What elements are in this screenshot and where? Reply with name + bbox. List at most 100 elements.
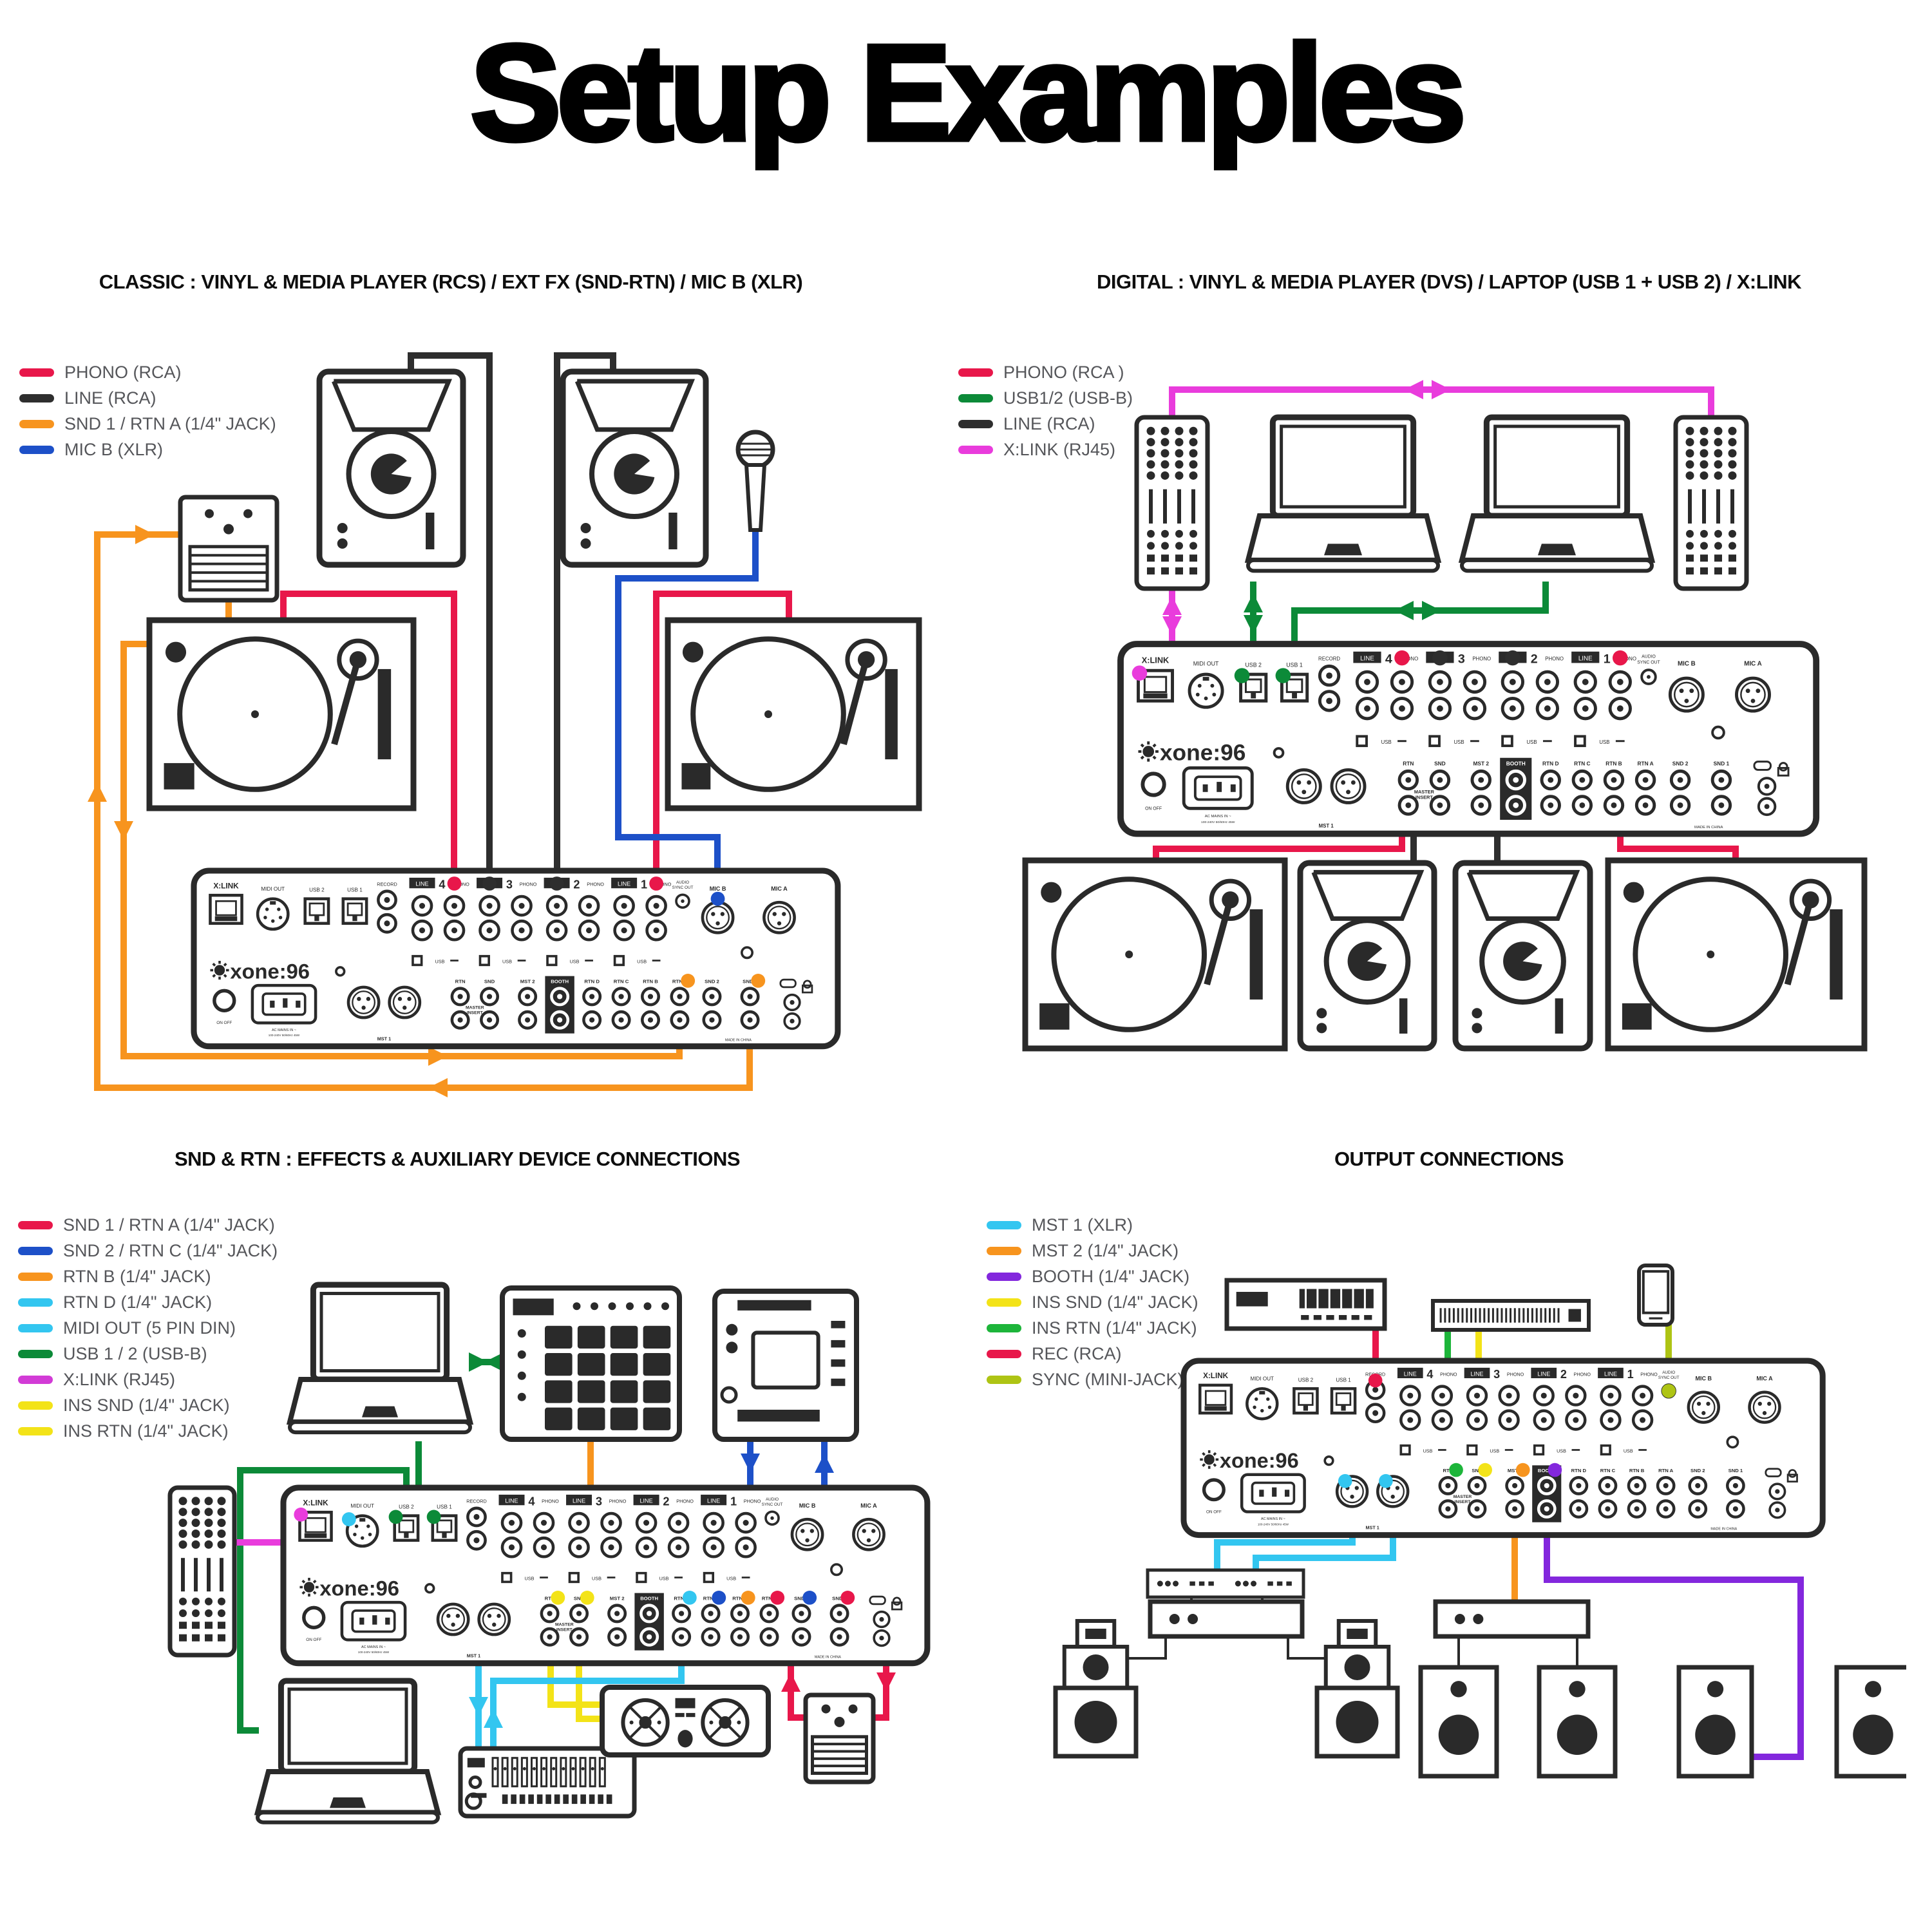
smartphone	[1637, 1264, 1674, 1327]
cable-arrow	[815, 1454, 834, 1473]
svg-text:SYNC OUT: SYNC OUT	[762, 1502, 783, 1507]
legend-label: MIC B (XLR)	[64, 439, 164, 459]
port-dot-line2	[1505, 650, 1520, 666]
cable-line-right	[554, 352, 616, 876]
svg-text:4: 4	[528, 1495, 535, 1508]
svg-text:RECORD: RECORD	[466, 1499, 487, 1504]
legend-swatch	[987, 1246, 1021, 1255]
svg-text:xone:96: xone:96	[319, 1576, 399, 1600]
port-dot-phono4	[447, 876, 462, 891]
svg-text:3: 3	[1458, 652, 1465, 666]
port-dot-usb2	[388, 1510, 403, 1524]
cable-phono-left	[1153, 832, 1405, 862]
legend-swatch	[958, 419, 993, 428]
legend-item: REC (RCA)	[987, 1341, 1198, 1367]
turntable	[146, 617, 417, 811]
svg-text:SND 2: SND 2	[705, 979, 719, 985]
svg-text:X:LINK: X:LINK	[303, 1498, 328, 1507]
svg-text:PHONO: PHONO	[1472, 656, 1491, 662]
legend-label: MIDI OUT (5 PIN DIN)	[63, 1318, 236, 1338]
port-dot-phono1	[1612, 650, 1628, 666]
svg-text:RTN: RTN	[1443, 1468, 1454, 1473]
cable-arrow	[1404, 380, 1423, 399]
svg-text:RTN B: RTN B	[1605, 761, 1622, 767]
svg-text:INSERT: INSERT	[1455, 1500, 1472, 1504]
svg-text:100-240V 50/60Hz 45W: 100-240V 50/60Hz 45W	[1201, 820, 1235, 824]
cable-arrow	[1394, 601, 1414, 620]
legend-swatch	[18, 1246, 53, 1255]
svg-text:ON OFF: ON OFF	[306, 1638, 321, 1642]
svg-text:LINE: LINE	[573, 1498, 585, 1504]
svg-text:BOOTH: BOOTH	[640, 1596, 658, 1602]
monitor-speaker	[1418, 1665, 1499, 1779]
cable-arrow	[135, 525, 155, 544]
svg-text:RTN A: RTN A	[672, 979, 688, 985]
legend-label: SYNC (MINI-JACK)	[1032, 1369, 1184, 1389]
port-dot-phono4	[1394, 650, 1410, 666]
port-dot-line3	[482, 876, 497, 891]
legend-swatch	[18, 1272, 53, 1281]
svg-text:1: 1	[641, 878, 647, 891]
svg-text:RECORD: RECORD	[377, 882, 397, 887]
svg-text:USB 2: USB 2	[309, 887, 325, 893]
svg-text:RTN D: RTN D	[674, 1596, 689, 1602]
legend-digital: PHONO (RCA )USB1/2 (USB-B)LINE (RCA)X:LI…	[958, 359, 1133, 462]
svg-text:SND: SND	[1472, 1468, 1482, 1473]
svg-text:USB: USB	[659, 1576, 669, 1582]
legend-swatch	[18, 1401, 53, 1410]
section-header-snd-rtn: SND & RTN : EFFECTS & AUXILIARY DEVICE C…	[174, 1148, 741, 1170]
synth-sequencer	[458, 1746, 637, 1819]
port-dot-line2	[549, 876, 564, 891]
legend-label: USB 1 / 2 (USB-B)	[63, 1343, 207, 1363]
port-dot-xlink	[294, 1507, 308, 1522]
svg-text:xone:96: xone:96	[230, 959, 310, 983]
svg-text:1: 1	[730, 1495, 737, 1508]
amplifier	[1148, 1599, 1305, 1639]
legend-label: INS RTN (1/4" JACK)	[1032, 1318, 1197, 1338]
svg-text:USB: USB	[1599, 739, 1609, 745]
svg-text:AUDIO: AUDIO	[676, 880, 689, 885]
legend-label: LINE (RCA)	[64, 388, 156, 408]
svg-text:MIC A: MIC A	[1744, 660, 1761, 667]
svg-text:MADE IN CHINA: MADE IN CHINA	[1710, 1527, 1737, 1531]
legend-swatch	[19, 445, 54, 454]
svg-text:2: 2	[1531, 652, 1538, 666]
svg-text:BOOTH: BOOTH	[1538, 1468, 1556, 1473]
svg-text:1: 1	[1604, 652, 1611, 666]
svg-text:RTN D: RTN D	[1542, 761, 1558, 767]
svg-text:USB 2: USB 2	[399, 1504, 414, 1510]
legend-label: RTN D (1/4" JACK)	[63, 1292, 213, 1312]
xone96-logo: xone:96	[1200, 1449, 1334, 1472]
cable-line-left	[408, 352, 493, 876]
legend-classic: PHONO (RCA)LINE (RCA)SND 1 / RTN A (1/4"…	[19, 359, 276, 462]
effects-pedal	[803, 1692, 876, 1785]
svg-text:xone:96: xone:96	[1220, 1449, 1299, 1472]
svg-text:MASTER: MASTER	[555, 1623, 574, 1627]
svg-text:MIDI OUT: MIDI OUT	[261, 886, 285, 892]
svg-text:RTN A: RTN A	[1637, 761, 1653, 767]
svg-text:RTN D: RTN D	[584, 979, 600, 985]
svg-text:INSERT: INSERT	[556, 1628, 573, 1633]
svg-text:AUDIO: AUDIO	[1642, 655, 1656, 659]
svg-text:AC MAINS IN ~: AC MAINS IN ~	[1205, 815, 1232, 819]
dj-fx-unit	[600, 1685, 771, 1757]
legend-swatch	[958, 368, 993, 377]
port-dot-mst1r	[1379, 1473, 1393, 1488]
legend-label: LINE (RCA)	[1003, 413, 1095, 433]
legend-swatch	[19, 368, 54, 377]
legend-label: USB1/2 (USB-B)	[1003, 388, 1133, 408]
svg-text:4: 4	[439, 878, 446, 891]
monitor-speaker	[1537, 1665, 1618, 1779]
cable-arrow	[428, 1046, 448, 1066]
legend-label: SND 1 / RTN A (1/4" JACK)	[64, 413, 276, 433]
port-dot-snd1	[840, 1590, 855, 1605]
svg-text:MST 1: MST 1	[1366, 1525, 1379, 1531]
legend-label: X:LINK (RJ45)	[1003, 439, 1116, 459]
legend-swatch	[18, 1375, 53, 1384]
svg-text:X:LINK: X:LINK	[213, 881, 239, 890]
port-dot-rtna	[681, 973, 696, 988]
laptop	[286, 1282, 474, 1435]
svg-text:MIC B: MIC B	[1678, 660, 1696, 667]
cable-mst1-r	[1253, 1534, 1396, 1571]
